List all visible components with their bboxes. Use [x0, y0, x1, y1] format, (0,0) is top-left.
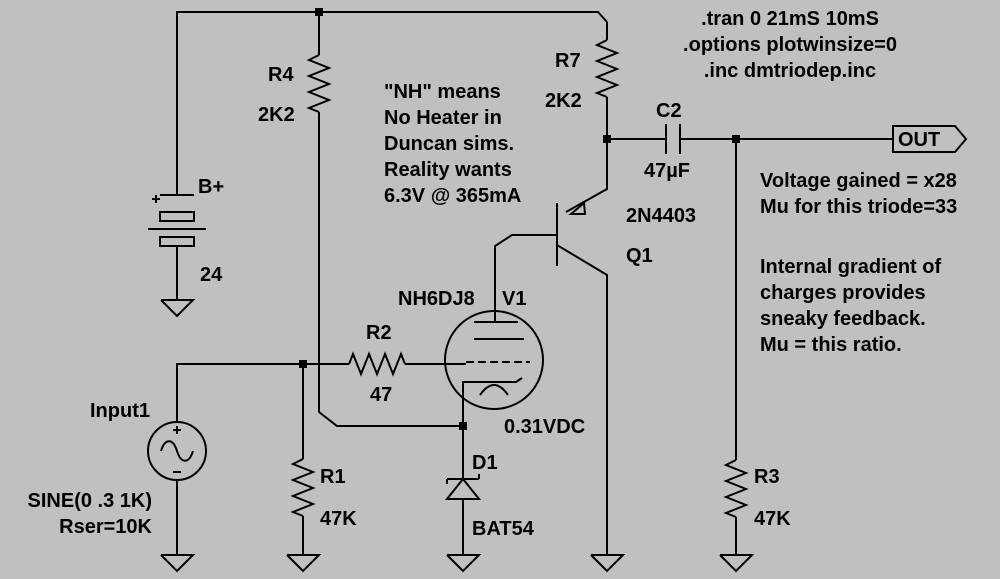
ground-d1: [446, 554, 482, 573]
battery-plate-4: [159, 236, 195, 247]
r7-wire-bottom: [565, 97, 608, 213]
c2-name: C2: [656, 100, 682, 122]
gain-note: Voltage gained = x28 Mu for this triode=…: [760, 170, 958, 218]
r7-name: R7: [555, 50, 581, 72]
input-name: Input1: [90, 400, 150, 422]
q1-collector: [556, 244, 608, 555]
r4-name: R4: [268, 64, 294, 86]
r3-value: 47K: [754, 508, 791, 530]
ground-input: [160, 554, 196, 573]
junction-cathode-d1: [459, 422, 467, 430]
input-rser: Rser=10K: [59, 516, 152, 538]
q1-base-wire: [494, 234, 557, 322]
junction-r7-c2: [603, 135, 611, 143]
v1-heater: [479, 384, 509, 396]
ground-q1: [590, 554, 626, 573]
q1-model: 2N4403: [626, 205, 697, 227]
ground-r3: [719, 554, 755, 573]
v1-cathode: [462, 377, 523, 400]
r7-resistor: [594, 39, 620, 98]
r1-value: 47K: [320, 508, 357, 530]
battery-value: 24: [200, 264, 223, 286]
ground-r1: [286, 554, 322, 573]
v1-name: V1: [502, 288, 527, 310]
spice-line-2: .options plotwinsize=0: [683, 34, 897, 56]
r2-name: R2: [366, 322, 392, 344]
out-label: OUT: [898, 129, 941, 151]
spice-line-1: .tran 0 21mS 10mS: [701, 8, 879, 30]
junction-top: [315, 8, 323, 16]
r3-resistor: [723, 459, 749, 518]
v1-envelope: [444, 310, 544, 410]
input-sine: SINE(0 .3 1K): [27, 490, 152, 512]
ground-battery: [160, 299, 196, 318]
v1-bias: 0.31VDC: [504, 416, 586, 438]
r1-resistor: [290, 458, 316, 517]
q1-name: Q1: [626, 245, 653, 267]
d1-diode-triangle: [444, 477, 482, 500]
r4-value: 2K2: [258, 104, 295, 126]
r1-name: R1: [320, 466, 346, 488]
r2-resistor: [348, 351, 406, 377]
r7-value: 2K2: [545, 90, 582, 112]
v1-model: NH6DJ8: [398, 288, 475, 310]
r3-name: R3: [754, 466, 780, 488]
battery-name: B+: [198, 176, 225, 198]
input-wire: [176, 363, 311, 422]
d1-name: D1: [472, 452, 498, 474]
out-port-flag: [892, 125, 968, 153]
battery-plate-2: [159, 211, 195, 222]
junction-c2-r3: [732, 135, 740, 143]
c2-value: 47µF: [644, 160, 690, 182]
q1-emitter-arrow: [568, 200, 587, 215]
r4-resistor: [306, 54, 332, 113]
feedback-note: Internal gradient of charges provides sn…: [760, 256, 942, 356]
r4-wire-bottom: [318, 112, 463, 427]
d1-value: BAT54: [472, 518, 534, 540]
heater-note: "NH" means No Heater in Duncan sims. Rea…: [384, 81, 522, 207]
junction-input-r1: [299, 360, 307, 368]
r2-value: 47: [370, 384, 393, 406]
spice-line-3: .inc dmtriodep.inc: [703, 60, 877, 82]
input-source-sine: [160, 440, 194, 462]
top-rail-wire: [176, 11, 608, 195]
